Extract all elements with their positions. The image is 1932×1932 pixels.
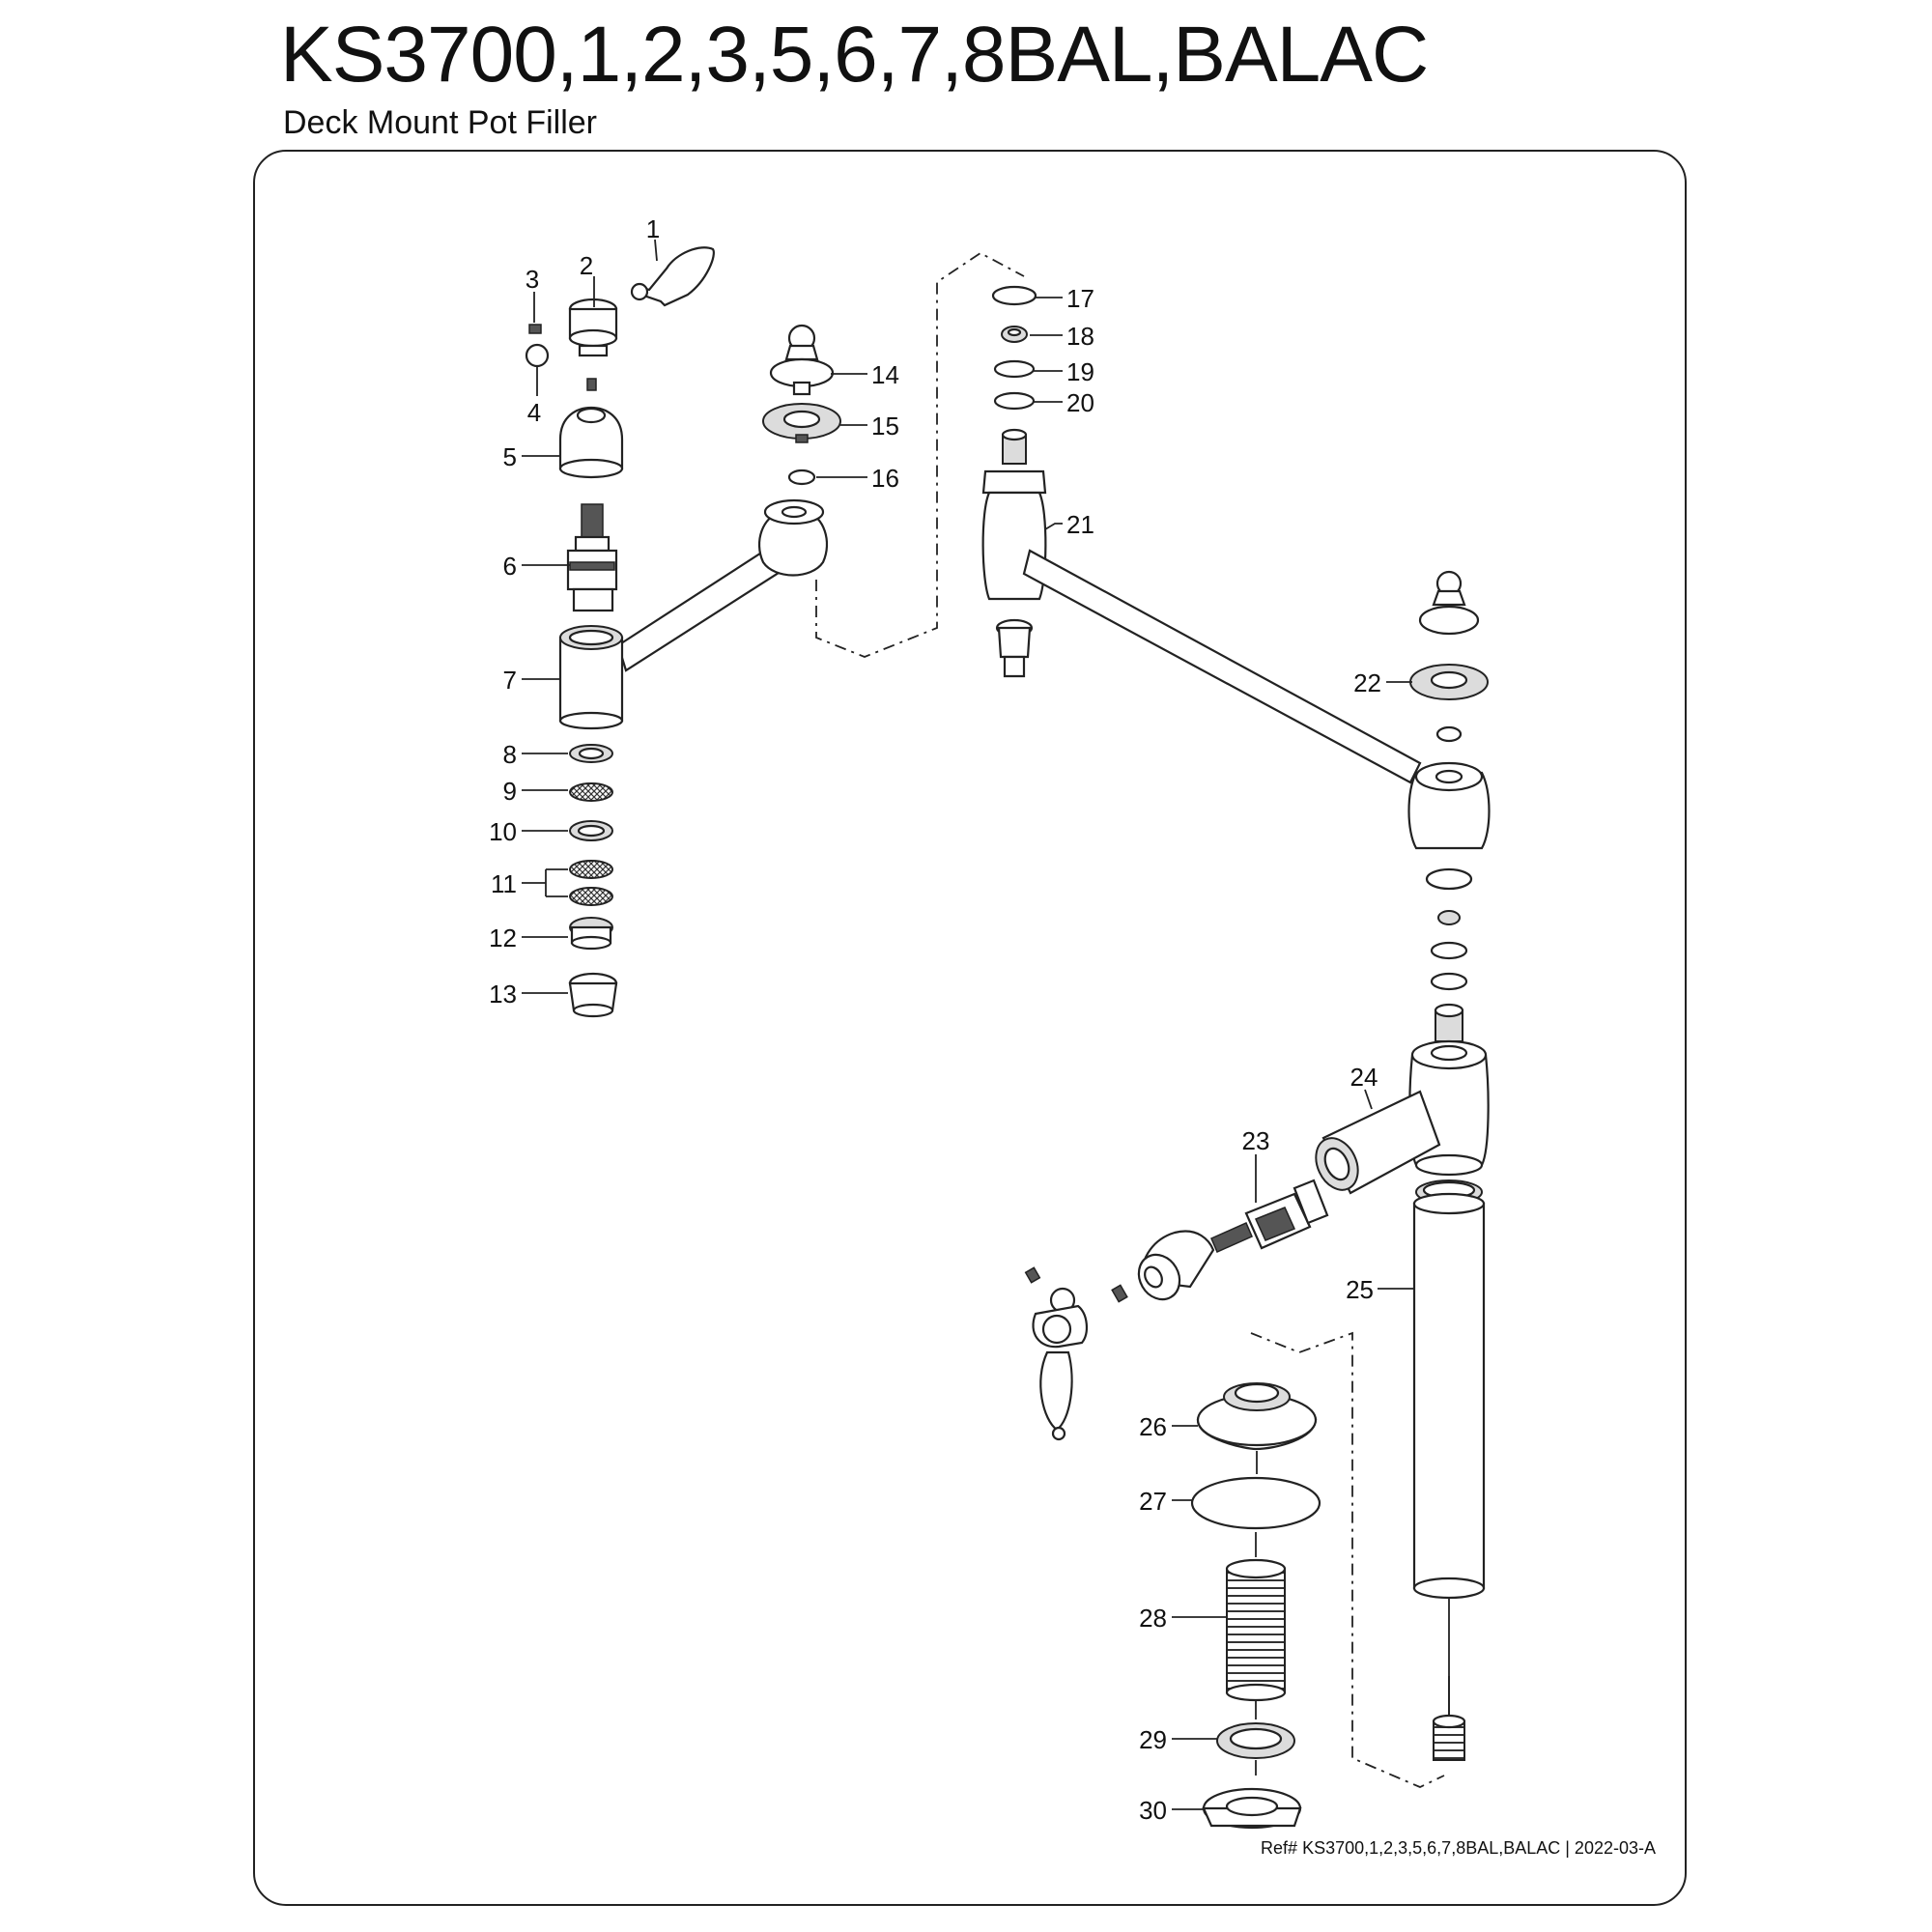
reference-footer: Ref# KS3700,1,2,3,5,6,7,8BAL,BALAC | 202… — [1261, 1838, 1656, 1858]
part-16-o-ring — [787, 469, 816, 486]
part-6-cartridge — [566, 503, 618, 612]
part-13-aerator-housing — [568, 972, 618, 1018]
callout-15: 15 — [871, 412, 899, 440]
callout-16: 16 — [871, 464, 899, 493]
callout-19: 19 — [1066, 357, 1094, 386]
callout-18: 18 — [1066, 322, 1094, 351]
part-2-handle-hub — [568, 298, 618, 357]
part-12-aerator-insert — [569, 917, 613, 951]
part-22-finial-escutcheon — [1409, 570, 1489, 743]
callout-2: 2 — [580, 251, 593, 280]
part-18-bushing — [1001, 326, 1028, 343]
callout-9: 9 — [503, 777, 517, 806]
callout-10: 10 — [489, 817, 517, 846]
callout-13: 13 — [489, 980, 517, 1009]
callout-14: 14 — [871, 360, 899, 389]
callout-5: 5 — [503, 442, 517, 471]
callout-29: 29 — [1139, 1725, 1167, 1754]
callout-30: 30 — [1139, 1796, 1167, 1825]
part-19-washer — [993, 359, 1036, 379]
callout-8: 8 — [503, 740, 517, 769]
callout-1: 1 — [646, 214, 660, 243]
part-25-riser-tube — [1412, 1179, 1486, 1761]
callout-26: 26 — [1139, 1412, 1167, 1441]
right-handle — [1024, 1266, 1088, 1441]
part-27-o-ring — [1190, 1476, 1321, 1530]
right-washer-upper — [1430, 941, 1468, 960]
callout-20: 20 — [1066, 388, 1094, 417]
part-30-mounting-nut — [1202, 1787, 1302, 1830]
part-24-valve-body — [1315, 1039, 1490, 1195]
right-screw — [1111, 1284, 1128, 1303]
part-26-base-flange — [1196, 1382, 1318, 1451]
right-bonnet — [1137, 1230, 1215, 1301]
right-swivel-stem — [1434, 1003, 1464, 1042]
part-3-set-screw — [528, 324, 542, 334]
callout-6: 6 — [503, 552, 517, 581]
assembly-guide-left — [815, 251, 1025, 658]
part-29-washer — [1216, 1722, 1295, 1759]
callout-21: 21 — [1066, 510, 1094, 539]
page-subtitle: Deck Mount Pot Filler — [283, 104, 597, 141]
part-7-spout-body — [558, 498, 828, 730]
right-o-ring — [1425, 867, 1473, 891]
callout-25: 25 — [1346, 1275, 1374, 1304]
callout-12: 12 — [489, 923, 517, 952]
part-4-index-button — [525, 343, 550, 368]
right-elbow-body — [1407, 761, 1491, 850]
part-28-threaded-shank — [1225, 1558, 1287, 1702]
callout-28: 28 — [1139, 1604, 1167, 1633]
assembly-guide-right — [1250, 1331, 1445, 1788]
part-15-escutcheon — [762, 403, 841, 443]
callout-4: 4 — [527, 398, 541, 427]
leader-lines — [522, 239, 1414, 1810]
part-20-washer — [993, 391, 1036, 411]
callout-23: 23 — [1242, 1126, 1270, 1155]
callout-22: 22 — [1353, 668, 1381, 697]
callout-17: 17 — [1066, 284, 1094, 313]
diagram-frame — [253, 150, 1687, 1906]
right-bushing — [1437, 910, 1461, 925]
part-5-bonnet — [558, 406, 624, 479]
part-11-mesh-upper — [569, 860, 613, 879]
part-14-finial — [769, 324, 835, 396]
part-17-o-ring — [991, 285, 1037, 306]
part-11-mesh-lower — [569, 887, 613, 906]
callout-24: 24 — [1350, 1063, 1378, 1092]
callout-7: 7 — [503, 666, 517, 695]
part-9-screen — [569, 782, 613, 802]
callout-11: 11 — [491, 869, 517, 898]
part-23-cartridge — [1210, 1179, 1329, 1253]
right-washer-lower — [1430, 972, 1468, 991]
part-2-screw — [586, 378, 597, 391]
part-21-swivel-joint — [981, 428, 1422, 784]
callout-labels: 1 2 3 4 5 6 7 8 9 10 11 12 13 14 15 16 1… — [489, 214, 1381, 1825]
callout-3: 3 — [526, 265, 539, 294]
part-1-handle — [630, 246, 715, 307]
page-title: KS3700,1,2,3,5,6,7,8BAL,BALAC — [280, 11, 1429, 99]
callout-27: 27 — [1139, 1487, 1167, 1516]
